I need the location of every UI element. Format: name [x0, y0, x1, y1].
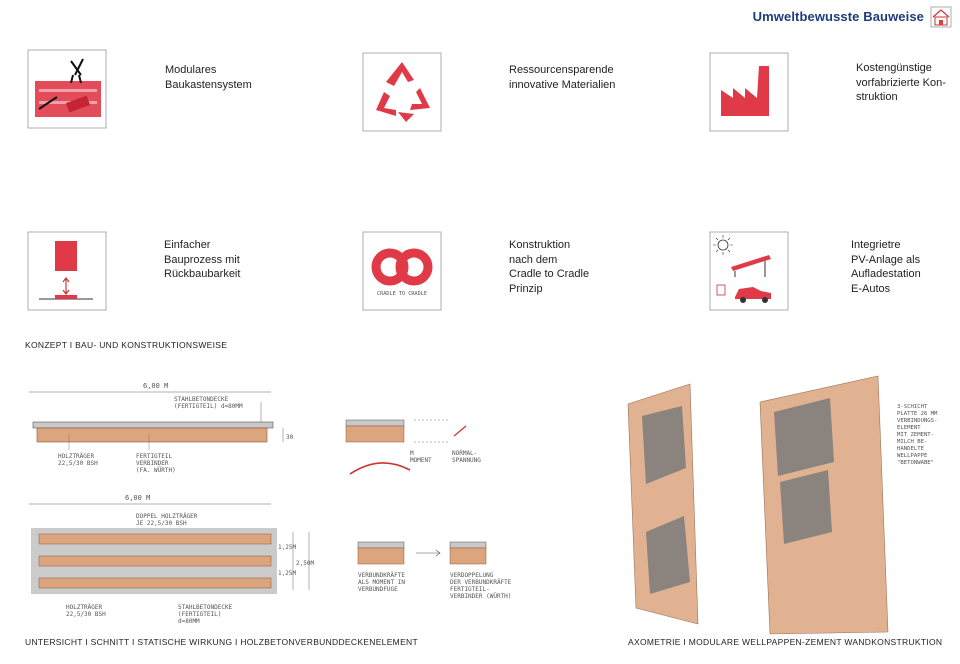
moment-diagram-sketch [345, 419, 467, 475]
tools-icon [27, 49, 107, 129]
caption-section: UNTERSICHT I SCHNITT I STATISCHE WIRKUNG… [25, 637, 418, 647]
concept-label-cradle: Konstruktion nach dem Cradle to Cradle P… [509, 239, 590, 295]
slab-section-sketch: 6,00 M [29, 382, 284, 450]
cradle-to-cradle-icon: CRADLE TO CRADLE [362, 231, 442, 311]
module-icon [27, 231, 107, 311]
double-note: VERDOPPELUNG DER VERBUNDKRÄFTE FERTIGTEI… [450, 572, 512, 600]
concept-label-process: Einfacher Bauprozess mit Rückbaubarkeit [164, 239, 241, 280]
normal-note: NORMAL- SPANNUNG [452, 450, 481, 464]
moment-note: M MOMENT [410, 450, 432, 464]
page-title: Umweltbewusste Bauweise [752, 9, 924, 24]
caption-axo: AXOMETRIE I MODULARE WELLPAPPEN-ZEMENT W… [628, 637, 943, 647]
double-beam-note: DOPPEL HOLZTRÄGER JE 22,5/30 BSH [136, 513, 198, 527]
dim-c-note: 2,50M [296, 560, 315, 567]
cradle-icon-text: CRADLE TO CRADLE [377, 291, 427, 297]
wall-axonometry-sketch [627, 375, 889, 635]
concept-label-modular: Modulares Baukastensystem [165, 64, 252, 91]
concept-label-pv: Integrietre PV-Anlage als Aufladestation… [851, 239, 921, 295]
slab-note-2: STAHLBETONDECKE (FERTIGTEIL) d=80MM [178, 604, 233, 625]
dim-a-note: 1,25M [278, 544, 297, 551]
slab-note: STAHLBETONDECKE (FERTIGTEIL) d=80MM [174, 396, 243, 410]
connector-note: FERTIGTEIL VERBINDER (FA. WÜRTH) [136, 453, 176, 474]
concept-label-cost: Kostengünstige vorfabrizierte Kon- struk… [856, 62, 946, 103]
concept-label-resources: Ressourcensparende innovative Materialie… [509, 64, 616, 91]
solar-car-icon [709, 231, 789, 311]
recycle-icon [362, 52, 442, 132]
joint-detail-sketch [357, 541, 487, 565]
house-logo-icon [930, 6, 952, 28]
slab-underside-sketch: 6,00 M [29, 494, 310, 594]
axo-note: 3-SCHICHT PLATTE 26 MM VERBINDUNGS- ELEM… [897, 404, 938, 466]
caption-concept: KONZEPT I BAU- UND KONSTRUKTIONSWEISE [25, 340, 228, 350]
dim-b-note: 1,25M [278, 570, 297, 577]
joint-note: VERBUNDKRÄFTE ALS MOMENT IN VERBUNDFUGE [358, 572, 405, 593]
beam-note: HOLZTRÄGER 22,5/30 BSH [58, 453, 98, 467]
beam-note-2: HOLZTRÄGER 22,5/30 BSH [66, 604, 106, 618]
height-note: 30 [286, 434, 294, 441]
span-bottom-note: 6,00 M [125, 494, 150, 502]
span-top-note: 6,00 M [143, 382, 168, 390]
factory-icon [709, 52, 789, 132]
